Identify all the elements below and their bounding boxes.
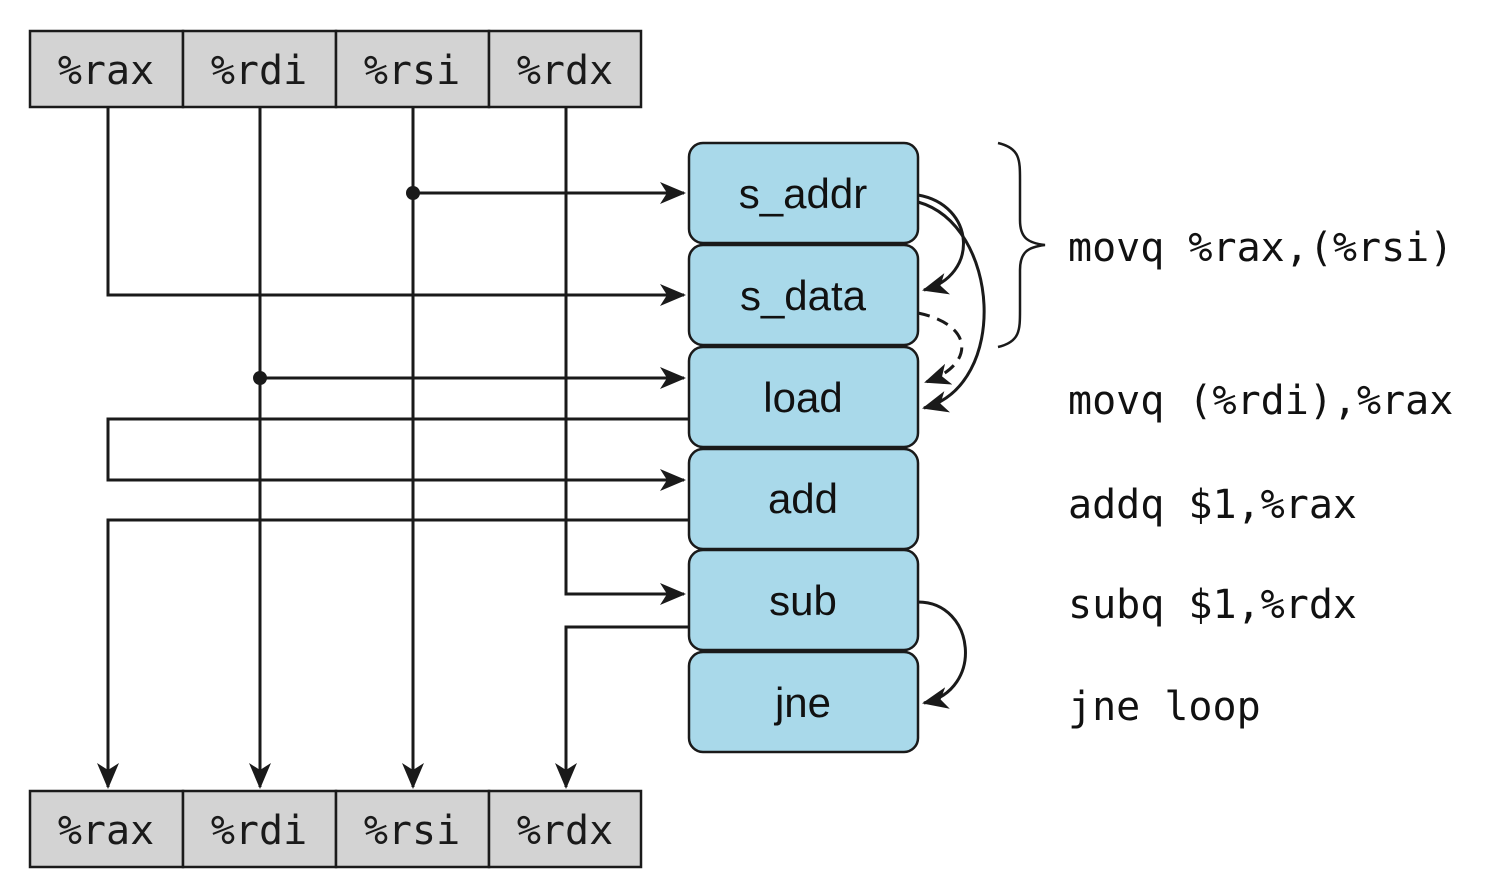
op-sub: sub — [687, 548, 920, 652]
top-register-rsi-label: %rsi — [364, 48, 460, 94]
bottom-register-bank: %rax %rdi %rsi %rdx — [28, 789, 643, 869]
instruction-labels: movq %rax,(%rsi) movq (%rdi),%rax addq $… — [1068, 225, 1453, 730]
op-s-data-label: s_data — [740, 272, 867, 319]
dataflow-wires — [97, 107, 690, 789]
bottom-register-rax: %rax — [28, 789, 185, 869]
instr-movq-load: movq (%rdi),%rax — [1068, 378, 1453, 424]
instr-subq: subq $1,%rdx — [1068, 582, 1357, 628]
arc-saddr-to-load — [917, 200, 986, 413]
wire-rax-to-sdata — [106, 107, 686, 306]
top-register-rdi-label: %rdi — [211, 48, 307, 94]
top-register-rsi: %rsi — [334, 29, 491, 109]
instr-jne: jne loop — [1068, 684, 1261, 730]
op-s-addr: s_addr — [687, 141, 920, 245]
arc-sub-to-jne — [917, 600, 967, 709]
top-register-rax-label: %rax — [58, 48, 154, 94]
junction-rsi — [406, 186, 420, 200]
operation-stack: s_addr s_data load add sub jne — [687, 141, 920, 754]
bottom-register-rax-label: %rax — [58, 808, 154, 854]
top-register-rdi: %rdi — [181, 29, 338, 109]
bottom-register-rsi-label: %rsi — [364, 808, 460, 854]
top-register-rax: %rax — [28, 29, 185, 109]
bottom-register-rdi: %rdi — [181, 789, 338, 869]
op-jne: jne — [687, 650, 920, 754]
arc-saddr-to-sdata — [917, 193, 965, 295]
wire-load-to-add — [106, 417, 690, 491]
op-sub-label: sub — [769, 577, 837, 624]
junction-rdi — [253, 371, 267, 385]
top-register-bank: %rax %rdi %rsi %rdx — [28, 29, 643, 109]
arc-sdata-to-load-dashed — [917, 311, 964, 385]
bottom-register-rdx: %rdx — [487, 789, 643, 869]
op-s-data: s_data — [687, 243, 920, 347]
instr-addq: addq $1,%rax — [1068, 482, 1357, 528]
wire-rdx-to-sub — [564, 107, 686, 605]
top-register-rdx-label: %rdx — [517, 48, 613, 94]
wire-sub-to-rdx — [555, 625, 690, 789]
op-jne-label: jne — [773, 679, 831, 726]
op-load-label: load — [763, 374, 842, 421]
dependency-arcs — [917, 193, 986, 709]
wire-add-to-rax — [97, 518, 690, 789]
instr-movq-store: movq %rax,(%rsi) — [1068, 225, 1453, 271]
store-brace — [997, 141, 1046, 349]
bottom-register-rsi: %rsi — [334, 789, 491, 869]
op-s-addr-label: s_addr — [739, 170, 867, 217]
op-add: add — [687, 447, 920, 551]
bottom-register-rdx-label: %rdx — [517, 808, 613, 854]
bottom-register-rdi-label: %rdi — [211, 808, 307, 854]
top-register-rdx: %rdx — [487, 29, 643, 109]
op-load: load — [687, 345, 920, 449]
op-add-label: add — [768, 475, 838, 522]
